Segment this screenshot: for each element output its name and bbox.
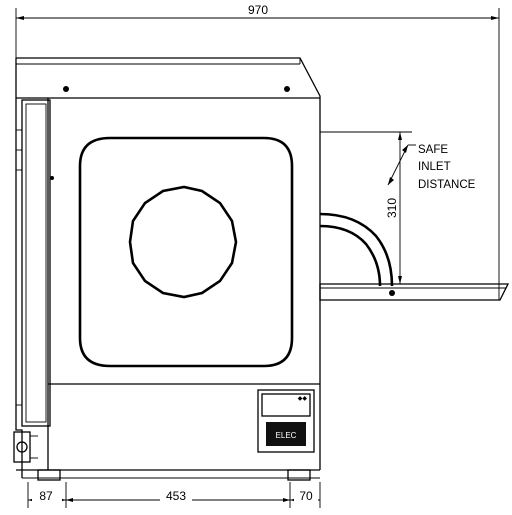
safe-inlet-note-line3: DISTANCE [418, 179, 476, 191]
front-door-panel [13, 98, 54, 478]
svg-text:◆◆: ◆◆ [298, 396, 308, 402]
inlet-hose [319, 212, 394, 287]
inlet-shelf [319, 283, 510, 301]
drain-connector [13, 431, 31, 463]
safe-inlet-note-line1: SAFE [418, 144, 448, 156]
safe-inlet-note-line2: INLET [418, 161, 451, 173]
cabinet-body [16, 98, 321, 479]
left-offset-label: 87 [39, 489, 53, 503]
screw-head-right [284, 86, 290, 92]
panel-tag: ELEC [276, 431, 297, 440]
screw-head-left [63, 86, 69, 92]
electrical-panel: ELEC ◆◆ [257, 389, 315, 453]
drum-outline [78, 136, 294, 368]
overall-width-label: 970 [248, 3, 268, 17]
safe-inlet-distance-dimension: 310 SAFE INLET DISTANCE [320, 131, 476, 284]
shelf-fixing-screw [389, 290, 395, 296]
bottom-dimension-chain: 87 453 70 [27, 482, 321, 508]
porthole-circle [128, 185, 238, 299]
overall-width-dimension: 970 [15, 3, 500, 300]
cabinet-feet [37, 469, 311, 481]
base-width-label: 453 [166, 489, 186, 503]
inlet-height-label: 310 [385, 198, 399, 218]
right-offset-label: 70 [299, 489, 313, 503]
top-cover [15, 57, 321, 100]
panel-label-plate [266, 422, 306, 446]
door-hinge-pin [50, 176, 54, 180]
